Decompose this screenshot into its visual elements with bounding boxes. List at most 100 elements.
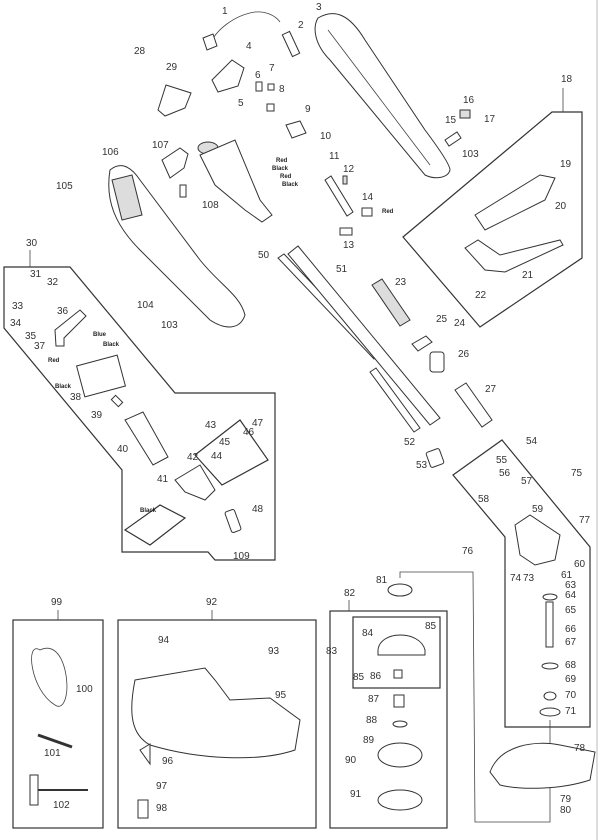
part-number-label: 85	[353, 672, 365, 683]
wire-color-label: Black	[55, 384, 72, 390]
part-number-label: 68	[565, 660, 577, 671]
wire-color-label: Black	[282, 182, 299, 188]
part-number-label: 23	[395, 277, 407, 288]
part-number-label: 16	[463, 95, 475, 106]
cord-guard	[281, 30, 301, 58]
part-number-label: 39	[91, 410, 103, 421]
bushing-26	[429, 351, 445, 373]
part-number-label: 65	[565, 605, 577, 616]
part-number-label: 1	[222, 6, 228, 17]
part-number-label: 97	[156, 781, 168, 792]
part-number-label: 63	[565, 580, 577, 591]
spool-89	[377, 742, 423, 768]
bearing-39	[110, 394, 124, 408]
part-number-label: 36	[57, 306, 69, 317]
motor-assembly	[199, 139, 273, 223]
part-number-label: 75	[571, 468, 583, 479]
part-number-label: 35	[25, 331, 37, 342]
sub-box-43	[194, 419, 269, 486]
clamp-25	[411, 335, 433, 352]
part-number-label: 73	[523, 573, 535, 584]
part-number-label: 12	[343, 164, 355, 175]
shaft-pipe-51	[287, 245, 441, 426]
part-number-label: 40	[117, 444, 129, 455]
wire-color-label: Black	[140, 508, 157, 514]
group-box-82-spool	[329, 610, 448, 829]
sub-box-brush	[123, 504, 187, 546]
brush-holder-37	[54, 309, 87, 347]
lock-knob	[459, 109, 471, 119]
spring	[267, 83, 275, 91]
part-number-label: 47	[252, 418, 264, 429]
plate-98	[137, 799, 149, 819]
part-number-label: 54	[526, 436, 538, 447]
wire-color-label: Red	[48, 358, 60, 364]
sleeve-27	[454, 382, 493, 428]
wire-color-labels: RedBlackRedBlackRedBlueBlackRedBlackBlac…	[48, 158, 394, 514]
part-number-label: 88	[366, 715, 378, 726]
washer-64	[542, 593, 558, 601]
part-number-label: 18	[561, 74, 573, 85]
callout-labels: 1234567891011121314151617181920212223242…	[10, 2, 591, 816]
part-number-label: 91	[350, 789, 362, 800]
part-number-label: 33	[12, 301, 24, 312]
part-number-label: 52	[404, 437, 416, 448]
part-number-label: 28	[134, 46, 146, 57]
part-number-label: 59	[532, 504, 544, 515]
part-number-label: 92	[206, 597, 218, 608]
lock-button	[157, 84, 192, 117]
assembly-connector-line	[399, 571, 551, 823]
housing-left	[108, 165, 246, 328]
group-box-30-motor	[3, 266, 276, 561]
socket-wrench-102	[29, 774, 39, 806]
part-number-label: 94	[158, 635, 170, 646]
part-number-label: 71	[565, 706, 577, 717]
gear-housing-42	[174, 464, 216, 501]
power-cord	[209, 11, 281, 46]
group-box-99-accessories	[12, 619, 104, 829]
part-number-label: 103	[462, 149, 479, 160]
part-number-label: 7	[269, 63, 275, 74]
part-number-label: 10	[320, 131, 332, 142]
wire-color-label: Blue	[93, 332, 107, 338]
part-number-label: 57	[521, 476, 533, 487]
part-number-label: 101	[44, 748, 61, 759]
part-number-label: 55	[496, 455, 508, 466]
spring-87	[393, 694, 405, 708]
part-number-label: 82	[344, 588, 356, 599]
washer-88	[392, 720, 408, 728]
blade-96	[139, 743, 151, 766]
armature-40	[124, 411, 169, 466]
capacitor	[339, 227, 353, 236]
field-coil-38	[75, 354, 127, 398]
hex-wrench-101	[37, 733, 73, 749]
part-number-label: 100	[76, 684, 93, 695]
part-number-label: 64	[565, 590, 577, 601]
part-number-label: 19	[560, 159, 572, 170]
spool-cover-84	[377, 634, 426, 656]
part-number-label: 80	[560, 805, 572, 816]
lock-lever	[444, 131, 462, 147]
part-number-label: 103	[161, 320, 178, 331]
part-number-label: 99	[51, 597, 63, 608]
part-number-label: 4	[246, 41, 252, 52]
part-number-label: 15	[445, 115, 457, 126]
aux-handle-upper	[474, 174, 556, 231]
part-number-label: 66	[565, 624, 577, 635]
part-number-label: 22	[475, 290, 487, 301]
wire-color-label: Black	[272, 166, 289, 172]
guard-78	[489, 742, 596, 789]
housing-vent	[111, 174, 143, 221]
part-number-label: 8	[279, 84, 285, 95]
part-number-label: 46	[243, 427, 255, 438]
part-number-label: 53	[416, 460, 428, 471]
part-number-label: 24	[454, 318, 466, 329]
spring-12	[342, 175, 348, 185]
gear-head-60	[514, 514, 561, 566]
part-number-label: 30	[26, 238, 38, 249]
part-number-label: 106	[102, 147, 119, 158]
part-number-label: 32	[47, 277, 59, 288]
switch-lever	[161, 147, 189, 179]
terminal-14	[361, 207, 373, 217]
